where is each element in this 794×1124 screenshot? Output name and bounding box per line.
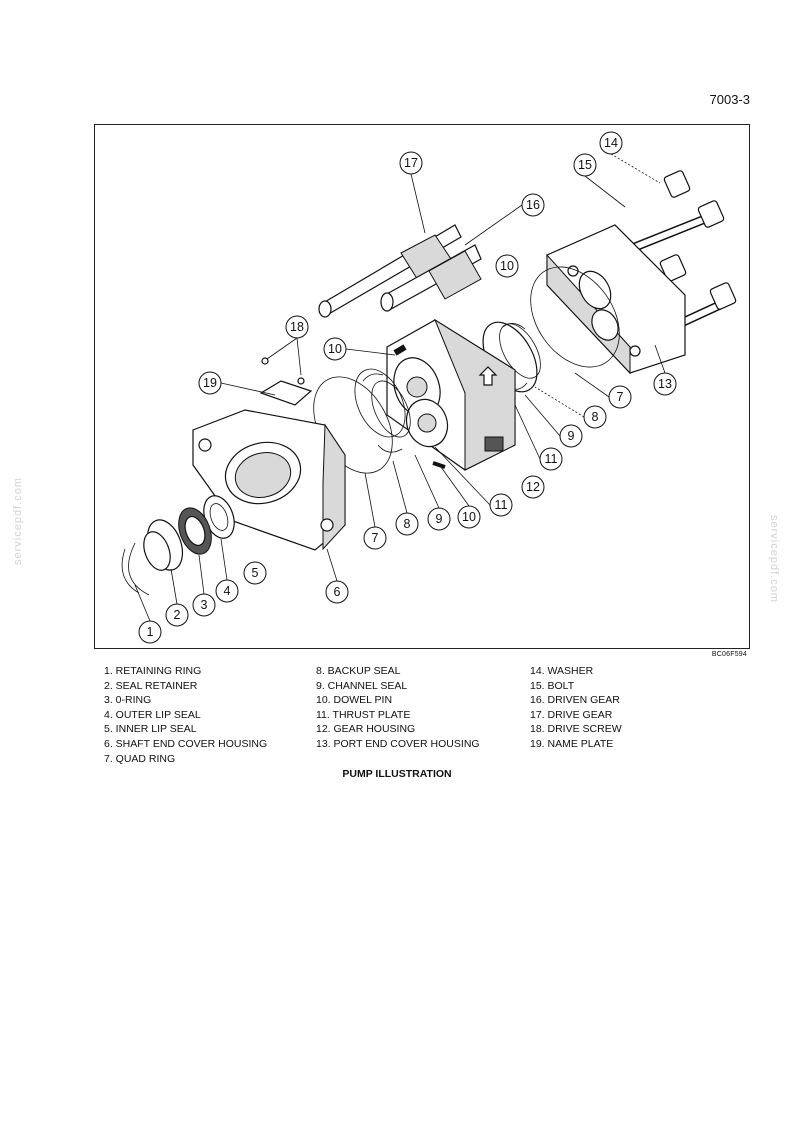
- svg-text:3: 3: [201, 598, 208, 612]
- legend-item: 17. DRIVE GEAR: [530, 708, 613, 721]
- leader-lines: [134, 153, 666, 622]
- legend-item: 10. DOWEL PIN: [316, 694, 393, 707]
- svg-text:10: 10: [500, 259, 514, 273]
- callout-18: 18: [285, 315, 309, 339]
- legend-item: 6. SHAFT END COVER HOUSING: [104, 737, 268, 750]
- legend-column-3: 14. WASHER 15. BOLT 16. DRIVEN GEAR 17. …: [530, 664, 622, 752]
- callout-3: 3: [192, 593, 216, 617]
- svg-text:1: 1: [147, 625, 154, 639]
- callout-16: 16: [521, 193, 545, 217]
- callout-13: 13: [653, 372, 677, 396]
- front-seal-stack: [121, 495, 235, 596]
- legend-item: 12. GEAR HOUSING: [316, 723, 416, 736]
- legend-item: 14. WASHER: [530, 665, 594, 677]
- svg-text:13: 13: [658, 377, 672, 391]
- svg-text:9: 9: [436, 512, 443, 526]
- callout-9-left: 9: [427, 507, 451, 531]
- callout-5: 5: [243, 561, 267, 585]
- callout-2: 2: [165, 603, 189, 627]
- svg-text:4: 4: [224, 584, 231, 598]
- legend-item: 18. DRIVE SCREW: [530, 723, 622, 736]
- legend-item: 15. BOLT: [530, 679, 575, 692]
- svg-text:10: 10: [462, 510, 476, 524]
- legend-item: 11. THRUST PLATE: [316, 708, 411, 721]
- legend-item: 1. RETAINING RING: [104, 665, 202, 677]
- svg-text:8: 8: [404, 517, 411, 531]
- callout-10-mid: 10: [323, 337, 347, 361]
- callout-17: 17: [399, 151, 423, 175]
- svg-text:19: 19: [203, 376, 217, 390]
- legend-item: 2. SEAL RETAINER: [104, 679, 198, 692]
- svg-text:8: 8: [592, 410, 599, 424]
- watermark-right: servicepdf.com: [768, 515, 780, 603]
- callout-1: 1: [138, 620, 162, 644]
- callout-9-right: 9: [559, 424, 583, 448]
- svg-text:5: 5: [252, 566, 259, 580]
- legend-item: 5. INNER LIP SEAL: [104, 723, 197, 736]
- legend-item: 8. BACKUP SEAL: [316, 665, 401, 677]
- callout-19: 19: [198, 371, 222, 395]
- legend-item: 19. NAME PLATE: [530, 737, 614, 750]
- callout-6: 6: [325, 580, 349, 604]
- legend-column-1: 1. RETAINING RING 2. SEAL RETAINER 3. 0-…: [104, 664, 267, 766]
- quad-ring-right: [530, 266, 620, 368]
- svg-text:11: 11: [545, 452, 558, 466]
- name-plate: [259, 357, 313, 406]
- gear-housing: [386, 318, 516, 471]
- figure-caption: PUMP ILLUSTRATION: [342, 768, 452, 780]
- legend-item: 13. PORT END COVER HOUSING: [316, 737, 480, 750]
- callout-12: 12: [521, 475, 545, 499]
- legend-column-2: 8. BACKUP SEAL 9. CHANNEL SEAL 10. DOWEL…: [316, 664, 480, 752]
- svg-text:16: 16: [526, 198, 540, 212]
- callout-7-right: 7: [608, 385, 632, 409]
- page-number: 7003-3: [709, 92, 750, 107]
- callout-11-left: 11: [489, 493, 513, 517]
- svg-text:17: 17: [404, 156, 418, 170]
- svg-text:18: 18: [290, 320, 304, 334]
- svg-text:6: 6: [334, 585, 341, 599]
- left-seal-stack: [354, 368, 446, 469]
- callouts: 17 16 10 14 15 18 10 19 13 7 8 9 11 12 1…: [138, 131, 677, 644]
- legend-item: 7. QUAD RING: [104, 752, 176, 765]
- drive-gear-shafts: [318, 224, 482, 318]
- svg-text:2: 2: [174, 608, 181, 622]
- watermark-left: servicepdf.com: [12, 477, 24, 565]
- svg-text:11: 11: [495, 498, 508, 512]
- svg-text:14: 14: [604, 136, 618, 150]
- figure-code: BC06F594: [711, 651, 747, 658]
- callout-10-low: 10: [457, 505, 481, 529]
- svg-text:15: 15: [578, 158, 592, 172]
- svg-text:10: 10: [328, 342, 342, 356]
- callout-8-left: 8: [395, 512, 419, 536]
- svg-text:7: 7: [617, 390, 624, 404]
- figure-frame: 17 16 10 14 15 18 10 19 13 7 8 9 11 12 1…: [94, 124, 750, 649]
- legend-item: 4. OUTER LIP SEAL: [104, 708, 201, 721]
- pump-exploded-diagram: 17 16 10 14 15 18 10 19 13 7 8 9 11 12 1…: [121, 131, 737, 644]
- legend-item: 3. 0-RING: [104, 694, 152, 707]
- legend-item: 9. CHANNEL SEAL: [316, 679, 408, 692]
- callout-11-right: 11: [539, 447, 563, 471]
- port-end-cover-housing: [546, 224, 686, 375]
- legend-item: 16. DRIVEN GEAR: [530, 694, 620, 707]
- svg-text:12: 12: [526, 480, 540, 494]
- callout-10-top: 10: [495, 254, 519, 278]
- callout-15: 15: [573, 153, 597, 177]
- callout-7-left: 7: [363, 526, 387, 550]
- svg-text:7: 7: [372, 531, 379, 545]
- svg-text:9: 9: [568, 429, 575, 443]
- callout-14: 14: [599, 131, 623, 155]
- callout-4: 4: [215, 579, 239, 603]
- callout-8-right: 8: [583, 405, 607, 429]
